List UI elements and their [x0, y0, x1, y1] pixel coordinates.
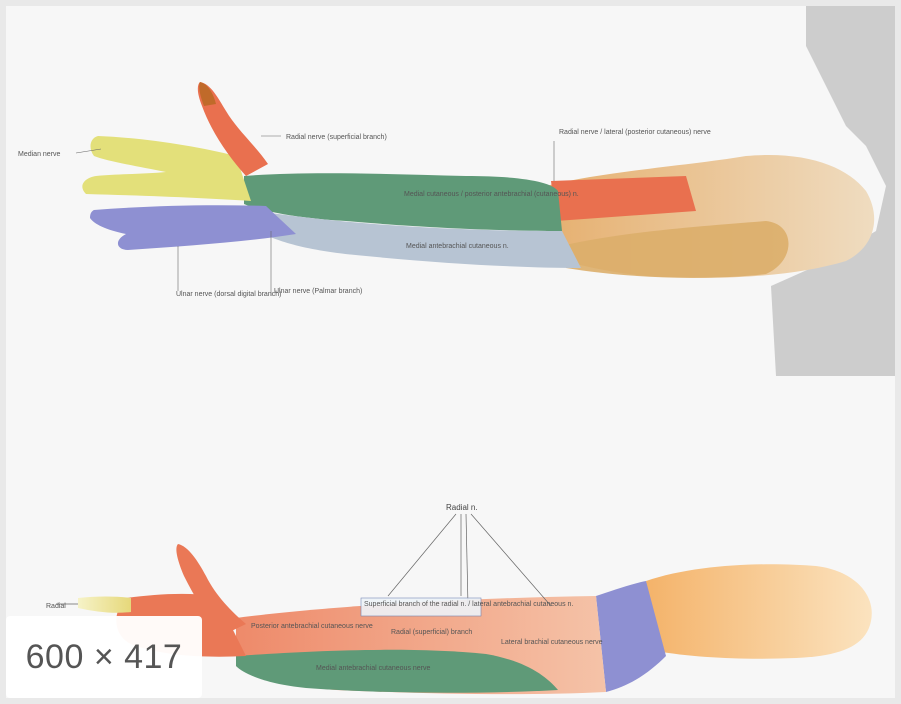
bottom-violet-band [596, 581, 666, 692]
label-radial-n: Radial n. [446, 503, 478, 512]
label-radial-superficial: Radial nerve (superficial branch) [286, 134, 387, 141]
top-green-forearm [244, 173, 562, 231]
top-thumb [197, 82, 268, 176]
bottom-shoulder [646, 564, 872, 659]
label-superficial-branch: Superficial branch of the radial n. / la… [364, 601, 573, 608]
image-size-text: 600 × 417 [25, 637, 183, 676]
label-medial-antebrachial-bottom: Medial antebrachial cutaneous nerve [316, 665, 431, 672]
label-radial-tip: Radial [46, 603, 66, 610]
top-tan-lower [561, 221, 789, 278]
bottom-green-strip [236, 649, 558, 693]
top-violet-hand [90, 205, 296, 250]
arm-nerve-diagram: Median nerve Radial nerve (superficial b… [18, 6, 895, 695]
diagram-canvas: Median nerve Radial nerve (superficial b… [6, 6, 895, 698]
torso-panel [771, 6, 895, 376]
bottom-leader-lines [56, 513, 552, 607]
top-leader-lines [75, 135, 555, 296]
label-radial-posterior-cut: Radial nerve / lateral (posterior cutane… [559, 129, 711, 136]
bottom-label-box [360, 597, 482, 617]
bottom-fingertip [78, 596, 131, 613]
label-medial-posterior: Medial cutaneous / posterior antebrachia… [404, 191, 579, 198]
top-yellow-hand [82, 136, 251, 201]
label-ulnar-palmar: Ulnar nerve (Palmar branch) [274, 288, 362, 295]
label-ulnar-dorsal: Ulnar nerve (dorsal digital branch) [176, 291, 281, 298]
image-size-badge: 600 × 417 [6, 616, 202, 698]
label-radial-superficial-branch: Radial (superficial) branch [391, 629, 472, 636]
label-lateral-brachial: Lateral brachial cutaneous nerve [501, 639, 603, 646]
top-radial-band [551, 176, 696, 221]
label-medial-antebrachial-top: Medial antebrachial cutaneous n. [406, 243, 509, 250]
bottom-thumb [176, 544, 246, 636]
top-thumb-tip [199, 82, 216, 106]
top-blue-forearm [256, 211, 581, 268]
label-median-tip: Median nerve [18, 151, 61, 158]
label-posterior-antebrachial: Posterior antebrachial cutaneous nerve [251, 623, 373, 630]
